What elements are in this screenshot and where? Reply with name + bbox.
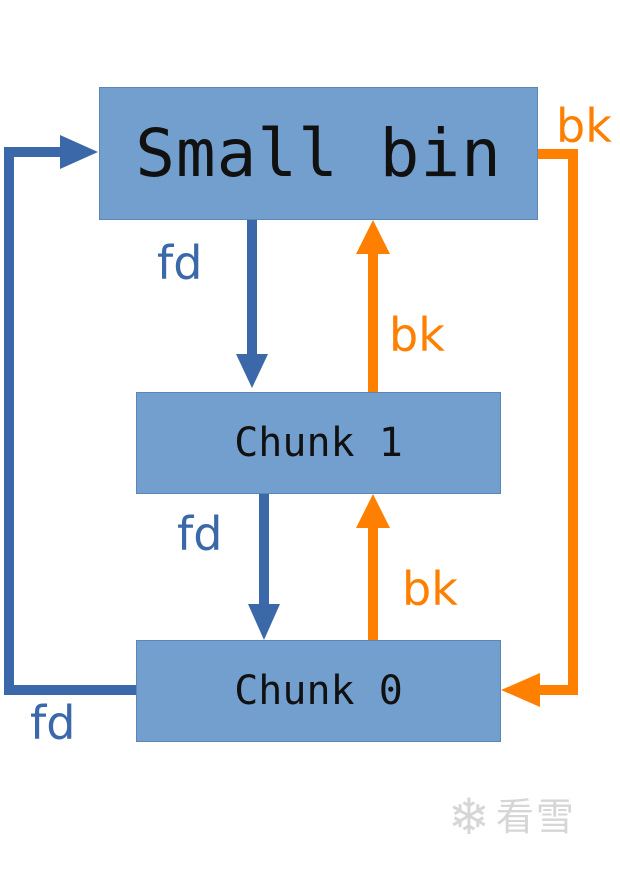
bk-label-chunk1-to-bin: bk xyxy=(389,308,445,362)
snowflake-icon: ❄ xyxy=(448,788,490,846)
small-bin-node: Small bin xyxy=(99,87,538,220)
chunk-0-label: Chunk 0 xyxy=(234,668,403,714)
chunk-0-node: Chunk 0 xyxy=(136,640,501,742)
bk-arrow-chunk0-to-chunk1 xyxy=(356,494,390,646)
chunk-1-label: Chunk 1 xyxy=(234,420,403,466)
watermark-text: 看雪 xyxy=(495,795,576,839)
bk-label-bin-to-chunk0: bk xyxy=(556,99,612,153)
fd-label-chunk1-to-chunk0: fd xyxy=(177,507,223,561)
chunk-1-node: Chunk 1 xyxy=(136,392,501,494)
small-bin-label: Small bin xyxy=(135,115,502,192)
bk-arrow-chunk1-to-bin xyxy=(356,220,390,392)
fd-arrow-chunk0-to-bin xyxy=(4,135,136,695)
bk-label-chunk0-to-chunk1: bk xyxy=(402,562,458,616)
fd-label-chunk0-to-bin: fd xyxy=(30,696,76,750)
fd-label-bin-to-chunk1: fd xyxy=(157,236,203,290)
fd-arrow-bin-to-chunk1 xyxy=(236,220,268,388)
bk-arrow-bin-to-chunk0 xyxy=(501,149,578,707)
watermark: ❄ 看雪 xyxy=(448,792,576,842)
fd-arrow-chunk1-to-chunk0 xyxy=(248,494,280,640)
